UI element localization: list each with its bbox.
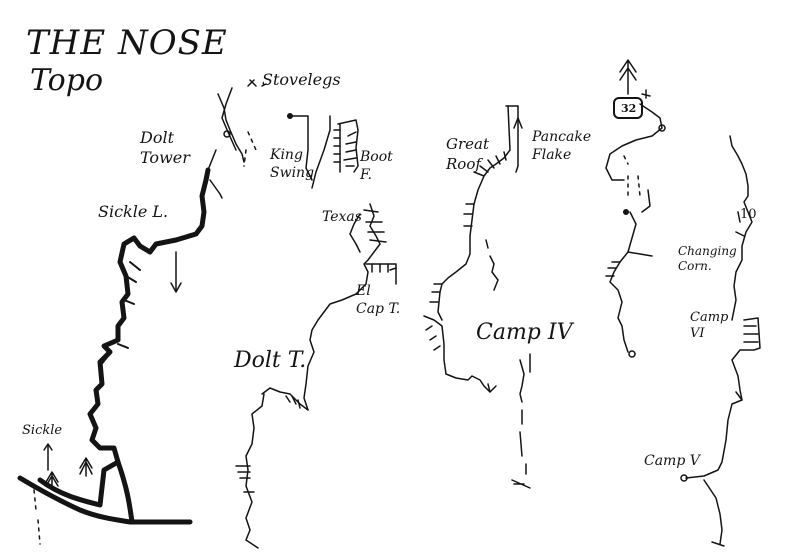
route-dolt-t-lower bbox=[236, 388, 308, 548]
route-stovelegs bbox=[218, 80, 266, 166]
pitch-badge-32 bbox=[614, 98, 642, 118]
tree-icon bbox=[620, 60, 636, 94]
route-boot-flake bbox=[334, 120, 358, 172]
route-texas-flake bbox=[304, 204, 396, 410]
route-summit bbox=[606, 90, 665, 357]
route-camp-iv bbox=[424, 316, 530, 488]
route-king-swing bbox=[287, 113, 330, 188]
tree-icon bbox=[80, 458, 92, 476]
route-great-roof bbox=[430, 106, 522, 320]
route-lower-section bbox=[20, 150, 222, 544]
route-upper-right bbox=[681, 136, 760, 546]
